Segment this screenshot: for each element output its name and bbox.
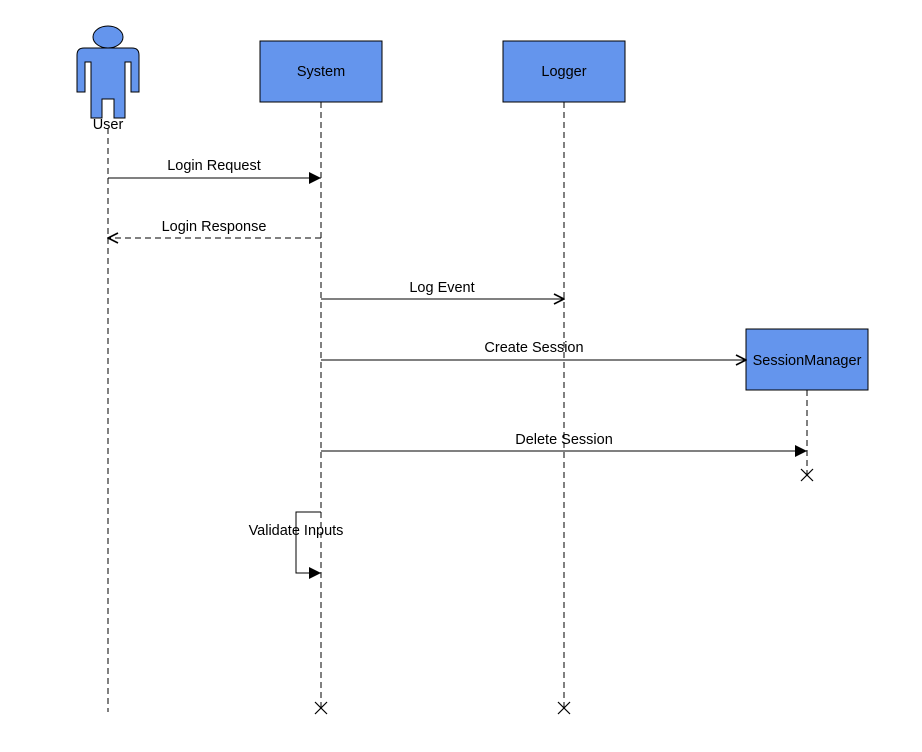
- message-login-request-label: Login Request: [167, 158, 261, 174]
- destruction-marker-session-manager: [800, 468, 814, 482]
- actor-user: User: [76, 25, 140, 133]
- destruction-marker-system: [314, 701, 328, 715]
- message-delete-session-label: Delete Session: [515, 432, 613, 448]
- participant-logger-box: [502, 40, 626, 103]
- participant-session-manager-label: SessionManager: [753, 353, 862, 369]
- participant-system-box: [259, 40, 383, 103]
- message-login-request: Login Request: [108, 158, 321, 184]
- message-validate-inputs-label: Validate Inputs: [249, 523, 344, 539]
- actor-user-label: User: [93, 117, 124, 133]
- message-log-event: Log Event: [321, 280, 564, 299]
- participant-system: System: [259, 40, 383, 103]
- participant-logger-label: Logger: [541, 64, 586, 80]
- participant-session-manager-box: [745, 328, 869, 391]
- message-login-response-label: Login Response: [162, 219, 267, 235]
- destruction-marker-logger: [557, 701, 571, 715]
- participant-system-label: System: [297, 64, 345, 80]
- message-validate-inputs-arrow: [295, 511, 321, 579]
- actor-head: [92, 25, 124, 49]
- message-login-response: Login Response: [108, 219, 321, 238]
- participant-logger: Logger: [502, 40, 626, 103]
- message-validate-inputs: Validate Inputs: [249, 511, 344, 579]
- participant-session-manager: SessionManager: [745, 328, 869, 391]
- message-create-session: Create Session: [321, 340, 746, 360]
- message-log-event-label: Log Event: [409, 280, 474, 296]
- actor-body: [76, 47, 140, 119]
- message-delete-session: Delete Session: [321, 432, 807, 457]
- message-create-session-label: Create Session: [484, 340, 583, 356]
